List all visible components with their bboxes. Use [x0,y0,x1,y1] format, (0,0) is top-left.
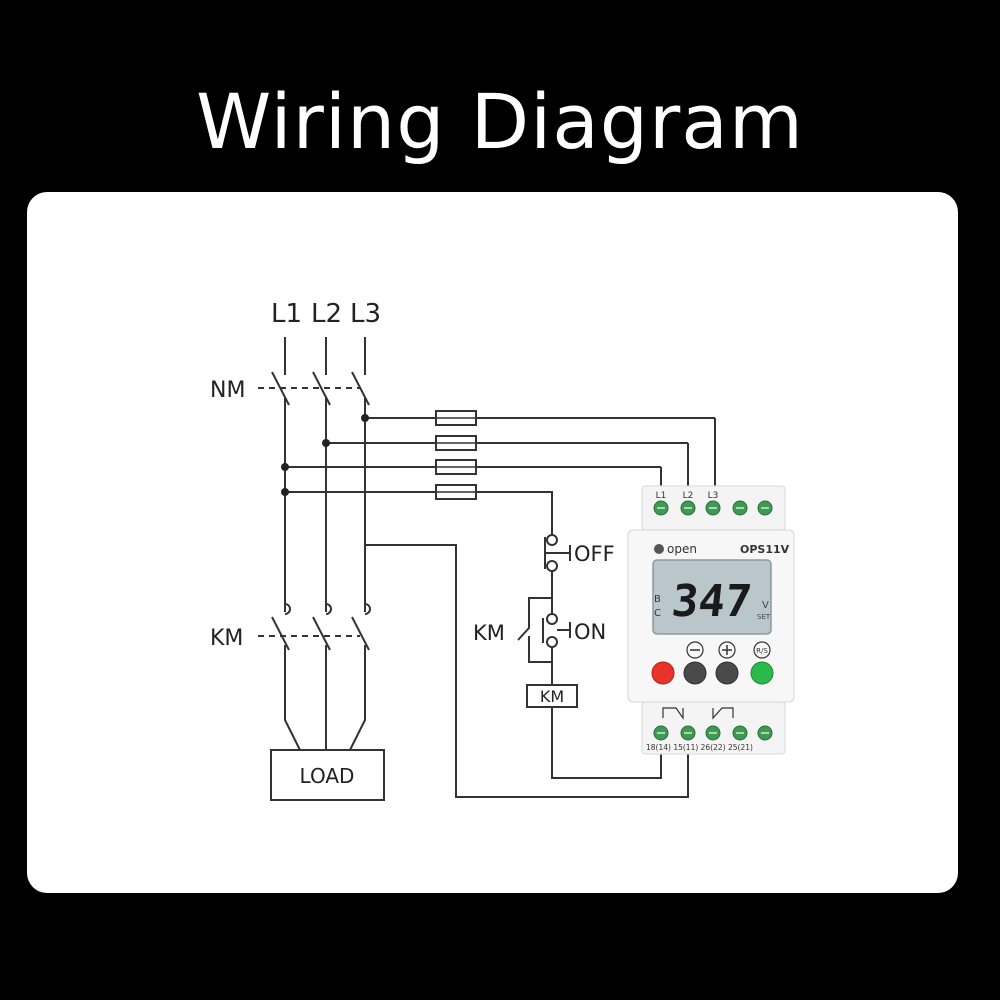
bottom-terminal-labels: 18(14) 15(11) 26(22) 25(21) [646,743,753,752]
plus-icon [718,641,736,659]
relay-symbol-2 [712,707,734,720]
brand-logo-icon [654,544,664,554]
red-button[interactable] [651,661,675,685]
lcd-value: 347 [669,576,754,627]
hold-contact-upper [517,597,552,641]
km-contact-hook-2 [325,603,332,615]
brand-name: open [667,542,697,556]
label-on: ON [574,620,606,644]
load-feed-1 [284,645,301,751]
on-contact-bottom [546,636,558,648]
off-contact-top [546,534,558,546]
lcd-set-label: SET [757,613,771,621]
junction-l3 [361,414,369,422]
model-name: OPS11V [740,543,790,556]
load-box [270,749,385,801]
junction-l2 [322,439,330,447]
diagram-panel [27,192,958,893]
on-contact-top [546,613,558,625]
relay-symbol-1 [662,707,684,720]
terminal-label-l3: L3 [708,491,719,501]
load-feed-3 [349,645,366,751]
diagram-lines [258,337,716,801]
bottom-terminals [653,725,773,741]
off-contact-bottom [546,560,558,572]
nm-blade-3 [351,371,370,406]
label-nm: NM [210,378,245,403]
rs-button[interactable] [750,661,774,685]
wire-return [365,544,689,798]
lcd-unit: V [762,600,769,611]
label-km-contactor: KM [210,626,243,651]
label-l3: L3 [350,299,381,329]
label-km-hold: KM [473,621,505,645]
label-km-coil: KM [540,687,564,706]
plus-button[interactable] [715,661,739,685]
lcd-letter-c: C [654,608,661,619]
hold-contact-lower [528,636,552,663]
label-off: OFF [574,542,615,566]
wire-coil-device [551,707,662,779]
label-l2: L2 [311,299,342,329]
km-blade-2 [312,616,331,651]
km-contact-hook-1 [284,603,291,615]
minus-button[interactable] [683,661,707,685]
junction-l1-a [281,463,289,471]
fuse-centers [436,417,476,493]
lcd-display [652,559,772,635]
label-l1: L1 [271,299,302,329]
rs-label: R/S [756,647,768,655]
km-blade-3 [351,616,370,651]
wire-control-down [476,491,553,535]
km-contact-hook-3 [364,603,371,615]
terminal-label-l2: L2 [683,491,694,501]
junction-l1-b [281,488,289,496]
terminal-label-l1: L1 [656,491,667,501]
km-blade-1 [271,616,290,651]
top-terminals [653,500,773,516]
junction-dots [281,414,369,496]
lcd-letter-b: B [654,594,661,605]
minus-icon [686,641,704,659]
nm-blade-2 [312,371,331,406]
fuses [435,410,477,500]
page-title: Wiring Diagram [196,77,804,166]
relay-device: L1 L2 L3 open OPS11V 347 B C V SET R/S [627,485,795,755]
label-load: LOAD [300,764,355,788]
